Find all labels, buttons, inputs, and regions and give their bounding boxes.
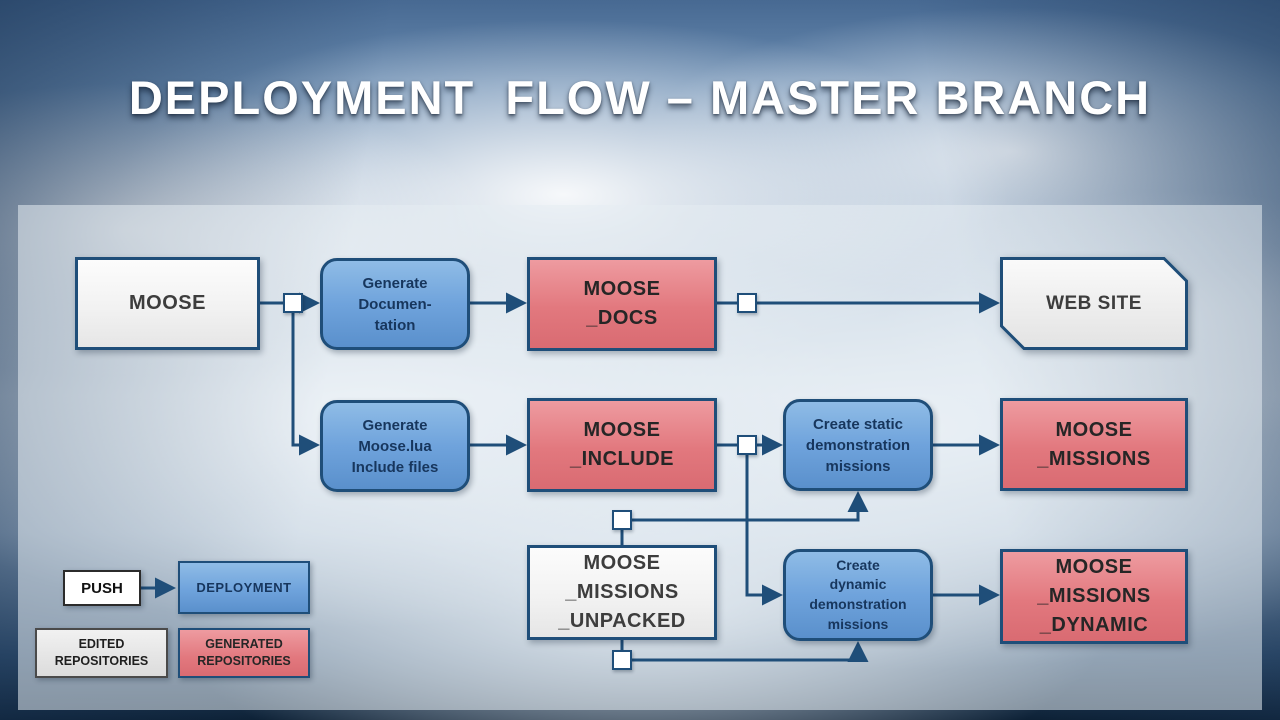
connector-handle-1	[283, 293, 303, 313]
node-label: Generate Documen- tation	[358, 274, 432, 334]
node-web-site: WEB SITE	[1000, 257, 1188, 350]
snip-corner-shape	[1000, 257, 1188, 350]
legend-generated-repositories: GENERATED REPOSITORIES	[178, 628, 310, 678]
node-generate-documentation: Generate Documen- tation	[320, 258, 470, 350]
node-moose: MOOSE	[75, 257, 260, 350]
legend-edited-repositories: EDITED REPOSITORIES	[35, 628, 168, 678]
node-label: MOOSE _DOCS	[583, 278, 661, 329]
legend-deployment: DEPLOYMENT	[178, 561, 310, 614]
legend-push: PUSH	[63, 570, 141, 606]
node-label: Generate Moose.lua Include files	[351, 416, 439, 476]
legend-label: GENERATED REPOSITORIES	[197, 637, 291, 668]
connector-handle-2	[737, 293, 757, 313]
node-moose-missions: MOOSE _MISSIONS	[1000, 398, 1188, 491]
node-moose-missions-unpacked: MOOSE _MISSIONS _UNPACKED	[527, 545, 717, 640]
node-label: MOOSE	[129, 292, 206, 314]
legend-label: EDITED REPOSITORIES	[54, 637, 149, 668]
node-label: MOOSE _MISSIONS _UNPACKED	[558, 552, 686, 632]
node-label: MOOSE _MISSIONS _DYNAMIC	[1037, 556, 1151, 636]
connector-handle-3	[737, 435, 757, 455]
node-label: Create static demonstration missions	[805, 415, 911, 475]
node-moose-include: MOOSE _INCLUDE	[527, 398, 717, 492]
node-label: MOOSE _MISSIONS	[1037, 418, 1151, 470]
slide-title: DEPLOYMENT FLOW – MASTER BRANCH	[128, 71, 1152, 124]
node-moose-missions-dynamic: MOOSE _MISSIONS _DYNAMIC	[1000, 549, 1188, 644]
connector-handle-4	[612, 510, 632, 530]
node-moose-docs: MOOSE _DOCS	[527, 257, 717, 351]
node-create-static-missions: Create static demonstration missions	[783, 399, 933, 491]
node-generate-include: Generate Moose.lua Include files	[320, 400, 470, 492]
node-label: Create dynamic demonstration missions	[809, 556, 907, 632]
node-label: MOOSE _INCLUDE	[569, 419, 674, 470]
node-create-dynamic-missions: Create dynamic demonstration missions	[783, 549, 933, 641]
node-label: WEB SITE	[1046, 292, 1142, 314]
legend-label: DEPLOYMENT	[196, 580, 292, 595]
connector-handle-5	[612, 650, 632, 670]
legend-label: PUSH	[81, 579, 123, 597]
